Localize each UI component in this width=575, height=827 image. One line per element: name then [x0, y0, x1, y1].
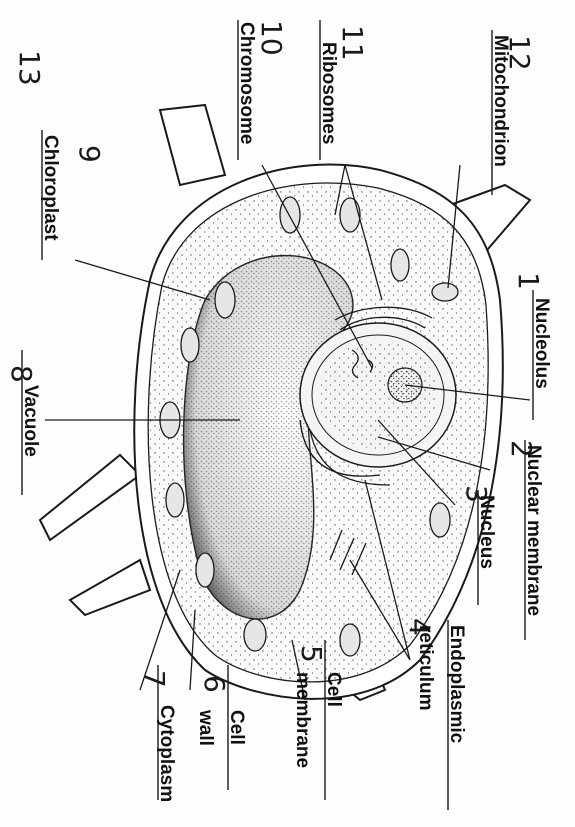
- label-chromosome: Chromosome: [236, 22, 257, 144]
- label-cell-membrane-2: membrane: [292, 672, 313, 768]
- label-chloroplast: Chloroplast: [40, 135, 61, 241]
- number-11: 11: [336, 25, 369, 61]
- label-cell-membrane-1: Cell: [323, 672, 344, 707]
- label-nucleus: Nucleus: [476, 495, 497, 569]
- label-reticulum: reticulum: [415, 625, 436, 711]
- corner-mark: 13: [13, 50, 46, 86]
- number-8: 8: [5, 365, 38, 383]
- number-9: 9: [73, 145, 106, 163]
- number-1: 1: [512, 272, 545, 290]
- label-nuclear-membrane: Nuclear membrane: [523, 445, 544, 616]
- label-cell-wall-2: wall: [195, 709, 216, 746]
- label-vacuole: Vacuole: [20, 385, 41, 457]
- label-mitochondrion: Mitochondrion: [490, 35, 511, 167]
- label-nucleolus: Nucleolus: [531, 298, 552, 389]
- label-cytoplasm: Cytoplasm: [156, 705, 177, 802]
- nucleus-graphic: [300, 323, 456, 467]
- number-10: 10: [255, 20, 288, 56]
- mitochondrion-graphic: [432, 283, 458, 301]
- label-cell-wall-1: Cell: [226, 710, 247, 745]
- number-7: 7: [138, 670, 171, 688]
- label-ribosomes: Ribosomes: [318, 42, 339, 144]
- label-endoplasmic: Endoplasmic: [446, 625, 467, 744]
- number-5: 5: [295, 645, 328, 663]
- number-6: 6: [198, 675, 231, 693]
